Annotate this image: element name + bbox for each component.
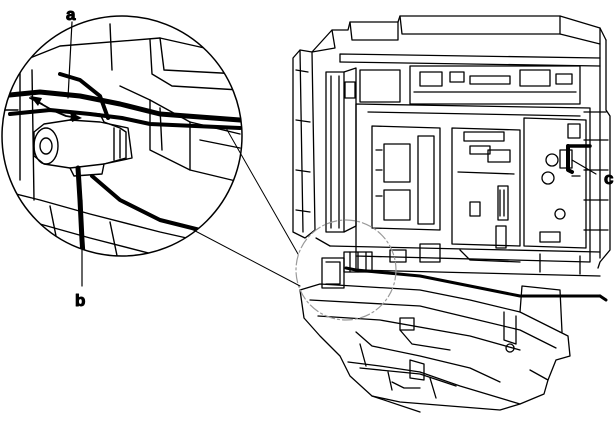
leader-c (571, 159, 597, 175)
leader-a (67, 21, 73, 99)
control-box-unit (292, 15, 611, 413)
magnified-detail (1, 15, 243, 257)
leader-lines (67, 21, 597, 287)
callout-marker (181, 127, 397, 321)
label-c: c (604, 169, 613, 188)
label-a: a (66, 5, 76, 24)
label-b: b (75, 291, 85, 310)
